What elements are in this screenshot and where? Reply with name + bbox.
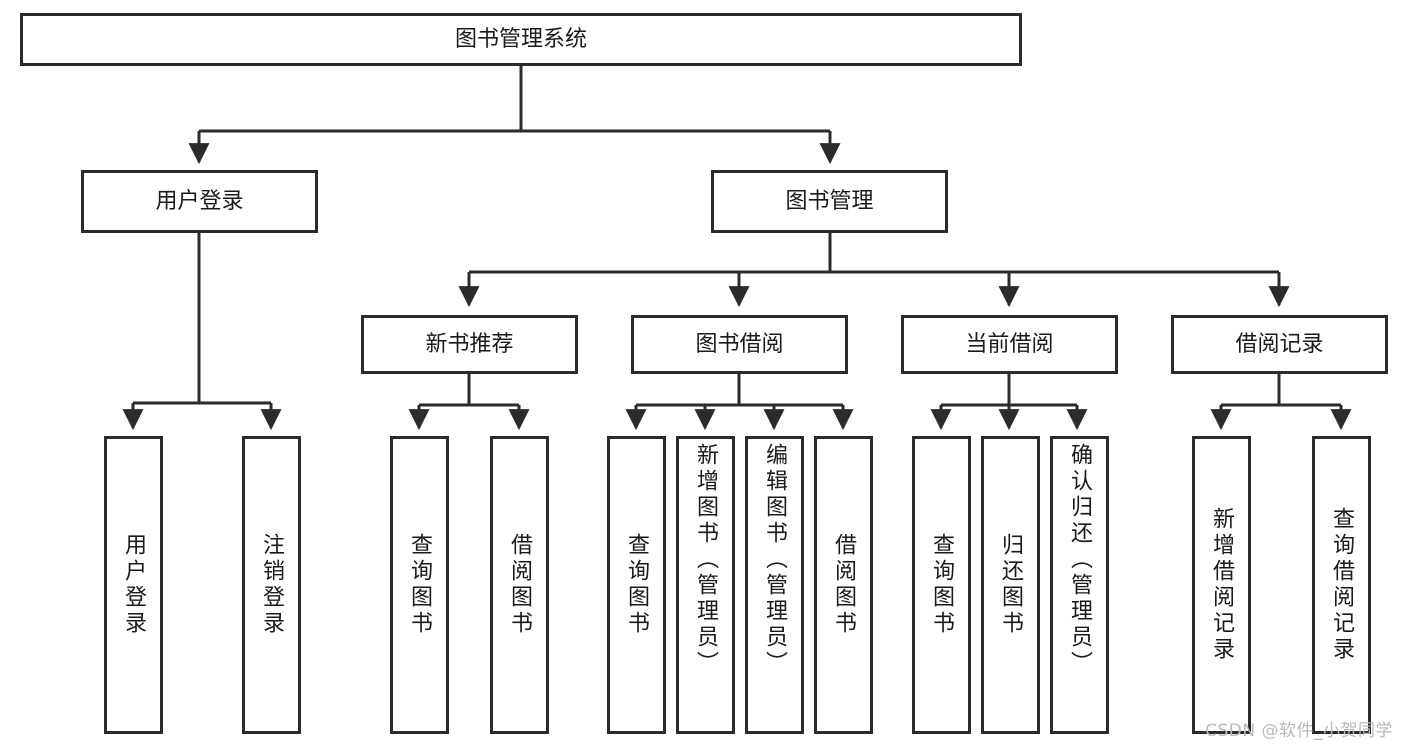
leaf-logout[interactable]: 注销登录 (242, 436, 301, 734)
leaf-borrow-book-1-label: 借阅图书 (507, 533, 533, 637)
leaf-query-book-1-label: 查询图书 (407, 533, 433, 637)
leaf-user-login-label: 用户登录 (121, 533, 147, 637)
node-user-login-label: 用户登录 (155, 188, 244, 214)
node-book-manage[interactable]: 图书管理 (711, 170, 948, 233)
leaf-query-record[interactable]: 查询借阅记录 (1312, 436, 1371, 734)
leaf-add-book[interactable]: 新增图书（管理员） (676, 436, 735, 734)
node-borrow-record[interactable]: 借阅记录 (1171, 315, 1388, 374)
node-root[interactable]: 图书管理系统 (20, 13, 1022, 66)
leaf-return-book-label: 归还图书 (998, 533, 1024, 637)
leaf-return-book[interactable]: 归还图书 (981, 436, 1040, 734)
leaf-add-record[interactable]: 新增借阅记录 (1192, 436, 1251, 734)
node-borrow-record-label: 借阅记录 (1235, 331, 1324, 357)
node-current-borrow[interactable]: 当前借阅 (901, 315, 1118, 374)
leaf-query-book-2-label: 查询图书 (624, 533, 650, 637)
leaf-edit-book-label: 编辑图书（管理员） (762, 443, 788, 677)
leaf-query-book-3[interactable]: 查询图书 (912, 436, 971, 734)
leaf-query-book-1[interactable]: 查询图书 (390, 436, 449, 734)
leaf-user-login[interactable]: 用户登录 (104, 436, 163, 734)
leaf-edit-book[interactable]: 编辑图书（管理员） (745, 436, 804, 734)
leaf-borrow-book-2-label: 借阅图书 (831, 533, 857, 637)
watermark: CSDN @软件_小贺同学 (1205, 721, 1393, 741)
node-book-borrow[interactable]: 图书借阅 (631, 315, 848, 374)
node-user-login[interactable]: 用户登录 (81, 170, 318, 233)
leaf-confirm-return[interactable]: 确认归还（管理员） (1050, 436, 1109, 734)
leaf-borrow-book-1[interactable]: 借阅图书 (490, 436, 549, 734)
node-root-label: 图书管理系统 (454, 26, 587, 52)
node-current-borrow-label: 当前借阅 (965, 331, 1054, 357)
leaf-logout-label: 注销登录 (259, 533, 285, 637)
leaf-query-record-label: 查询借阅记录 (1329, 507, 1355, 663)
leaf-add-record-label: 新增借阅记录 (1209, 507, 1235, 663)
leaf-query-book-3-label: 查询图书 (929, 533, 955, 637)
leaf-borrow-book-2[interactable]: 借阅图书 (814, 436, 873, 734)
node-book-manage-label: 图书管理 (785, 188, 874, 214)
node-book-borrow-label: 图书借阅 (695, 331, 784, 357)
node-new-book-rec-label: 新书推荐 (425, 331, 514, 357)
leaf-confirm-return-label: 确认归还（管理员） (1067, 443, 1093, 677)
leaf-query-book-2[interactable]: 查询图书 (607, 436, 666, 734)
leaf-add-book-label: 新增图书（管理员） (693, 443, 719, 677)
node-new-book-rec[interactable]: 新书推荐 (361, 315, 578, 374)
